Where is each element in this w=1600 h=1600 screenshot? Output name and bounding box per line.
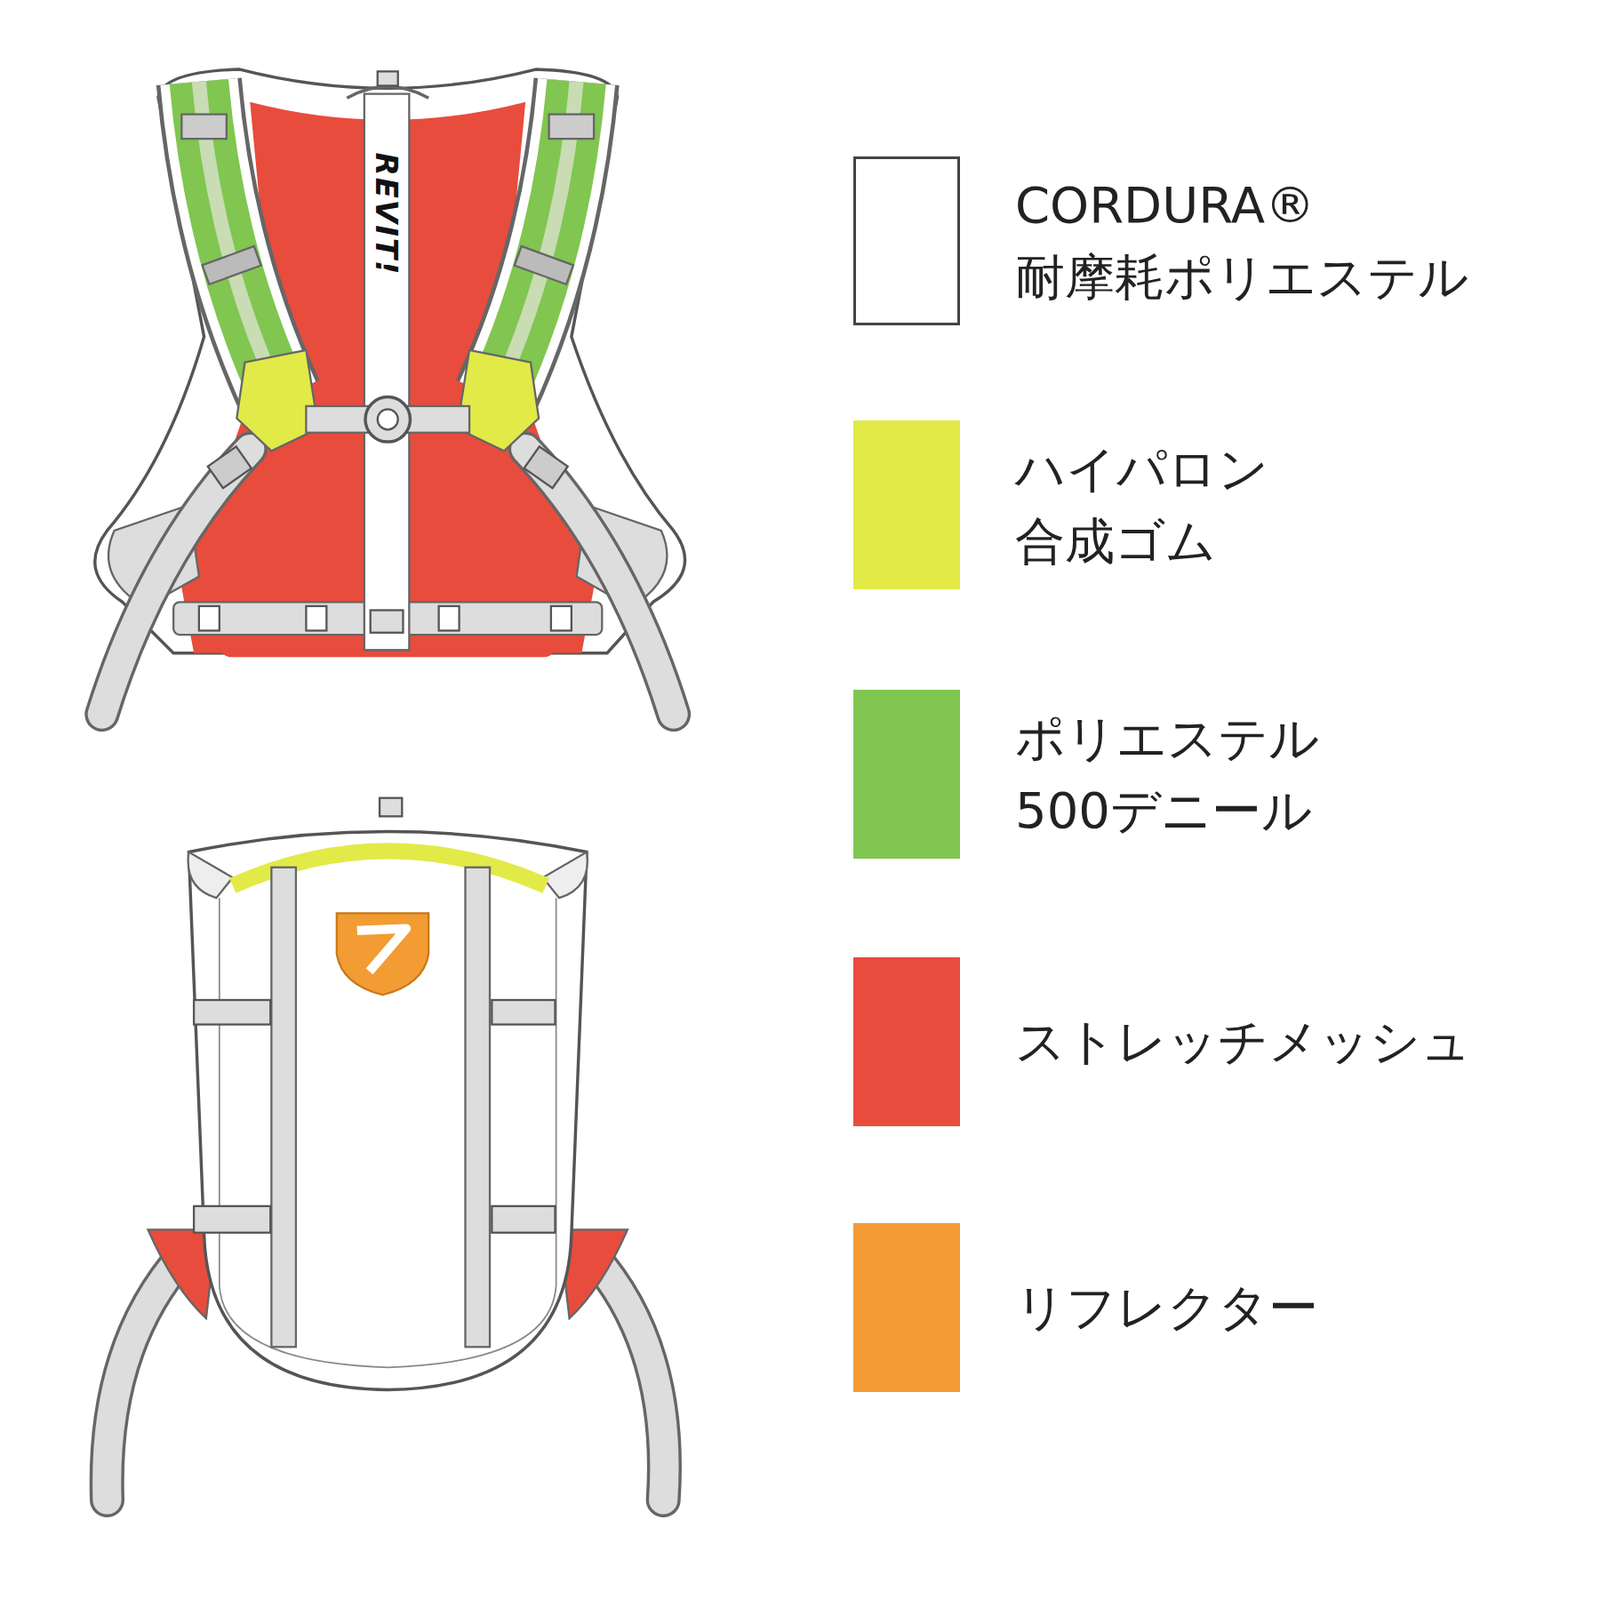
top-wing xyxy=(188,852,233,899)
compression-strap xyxy=(271,867,296,1348)
chest-strap xyxy=(305,406,470,433)
chest-buckle-center xyxy=(377,408,399,430)
strap-band xyxy=(202,246,262,285)
legend-text: ハイパロン 合成ゴム xyxy=(1015,432,1269,577)
strap-buckle xyxy=(181,114,227,140)
top-wing xyxy=(543,852,588,899)
side-buckle xyxy=(193,1206,271,1233)
strap-buckle xyxy=(524,446,568,488)
belt-buckle xyxy=(199,606,220,632)
legend-swatch xyxy=(853,957,960,1127)
legend-text: CORDURA® 耐摩耗ポリエステル xyxy=(1015,168,1469,313)
strap-buckle xyxy=(549,114,595,140)
belt-buckle xyxy=(439,606,460,632)
legend-swatch xyxy=(853,420,960,590)
strap-band xyxy=(514,246,574,285)
belt-buckle xyxy=(551,606,572,632)
side-buckle xyxy=(491,1206,555,1233)
legend-swatch xyxy=(853,1223,960,1392)
strap-buckle xyxy=(208,446,252,488)
legend-text: ストレッチメッシュ xyxy=(1015,1005,1472,1078)
top-buckle xyxy=(377,71,399,86)
compression-strap xyxy=(464,867,490,1348)
shoulder-strap xyxy=(495,81,594,399)
center-strap xyxy=(364,94,410,651)
belt-buckle xyxy=(305,606,327,632)
top-handle xyxy=(379,798,402,817)
legend-swatch xyxy=(853,156,960,326)
legend-entry: ハイパロン 合成ゴム xyxy=(0,420,1600,590)
harness-view xyxy=(95,69,686,715)
strap-outline xyxy=(106,1255,184,1501)
legend-entry: リフレクター xyxy=(0,1223,1600,1392)
reflector-logo xyxy=(336,912,429,995)
side-strap xyxy=(102,448,250,714)
top-handle xyxy=(346,87,429,99)
hypalon-pad xyxy=(236,350,319,452)
legend-entry: ストレッチメッシュ xyxy=(0,957,1600,1127)
strap-outline xyxy=(102,448,250,714)
legend-swatch xyxy=(853,689,960,859)
legend-text: リフレクター xyxy=(1015,1271,1319,1344)
back-view xyxy=(106,798,664,1501)
hypalon-pad xyxy=(456,350,539,452)
chest-buckle xyxy=(365,397,411,443)
logo-mark xyxy=(357,928,407,972)
shoulder-strap xyxy=(181,81,280,399)
zip-line xyxy=(219,897,557,1368)
center-strap-buckle xyxy=(370,609,404,632)
brand-label: REVIT! xyxy=(371,152,402,276)
legend-text: ポリエステル 500デニール xyxy=(1015,702,1320,847)
pack-body xyxy=(188,832,587,1391)
shoulder-strap-lower xyxy=(106,1255,184,1501)
strap-outline xyxy=(525,448,673,714)
side-strap xyxy=(525,448,673,714)
side-buckle xyxy=(193,1000,271,1025)
legend-entry: ポリエステル 500デニール xyxy=(0,689,1600,859)
shoulder-strap-lower xyxy=(592,1255,665,1501)
strap-outline xyxy=(592,1255,665,1501)
side-buckle xyxy=(491,1000,555,1025)
legend-entry: CORDURA® 耐摩耗ポリエステル xyxy=(0,156,1600,326)
